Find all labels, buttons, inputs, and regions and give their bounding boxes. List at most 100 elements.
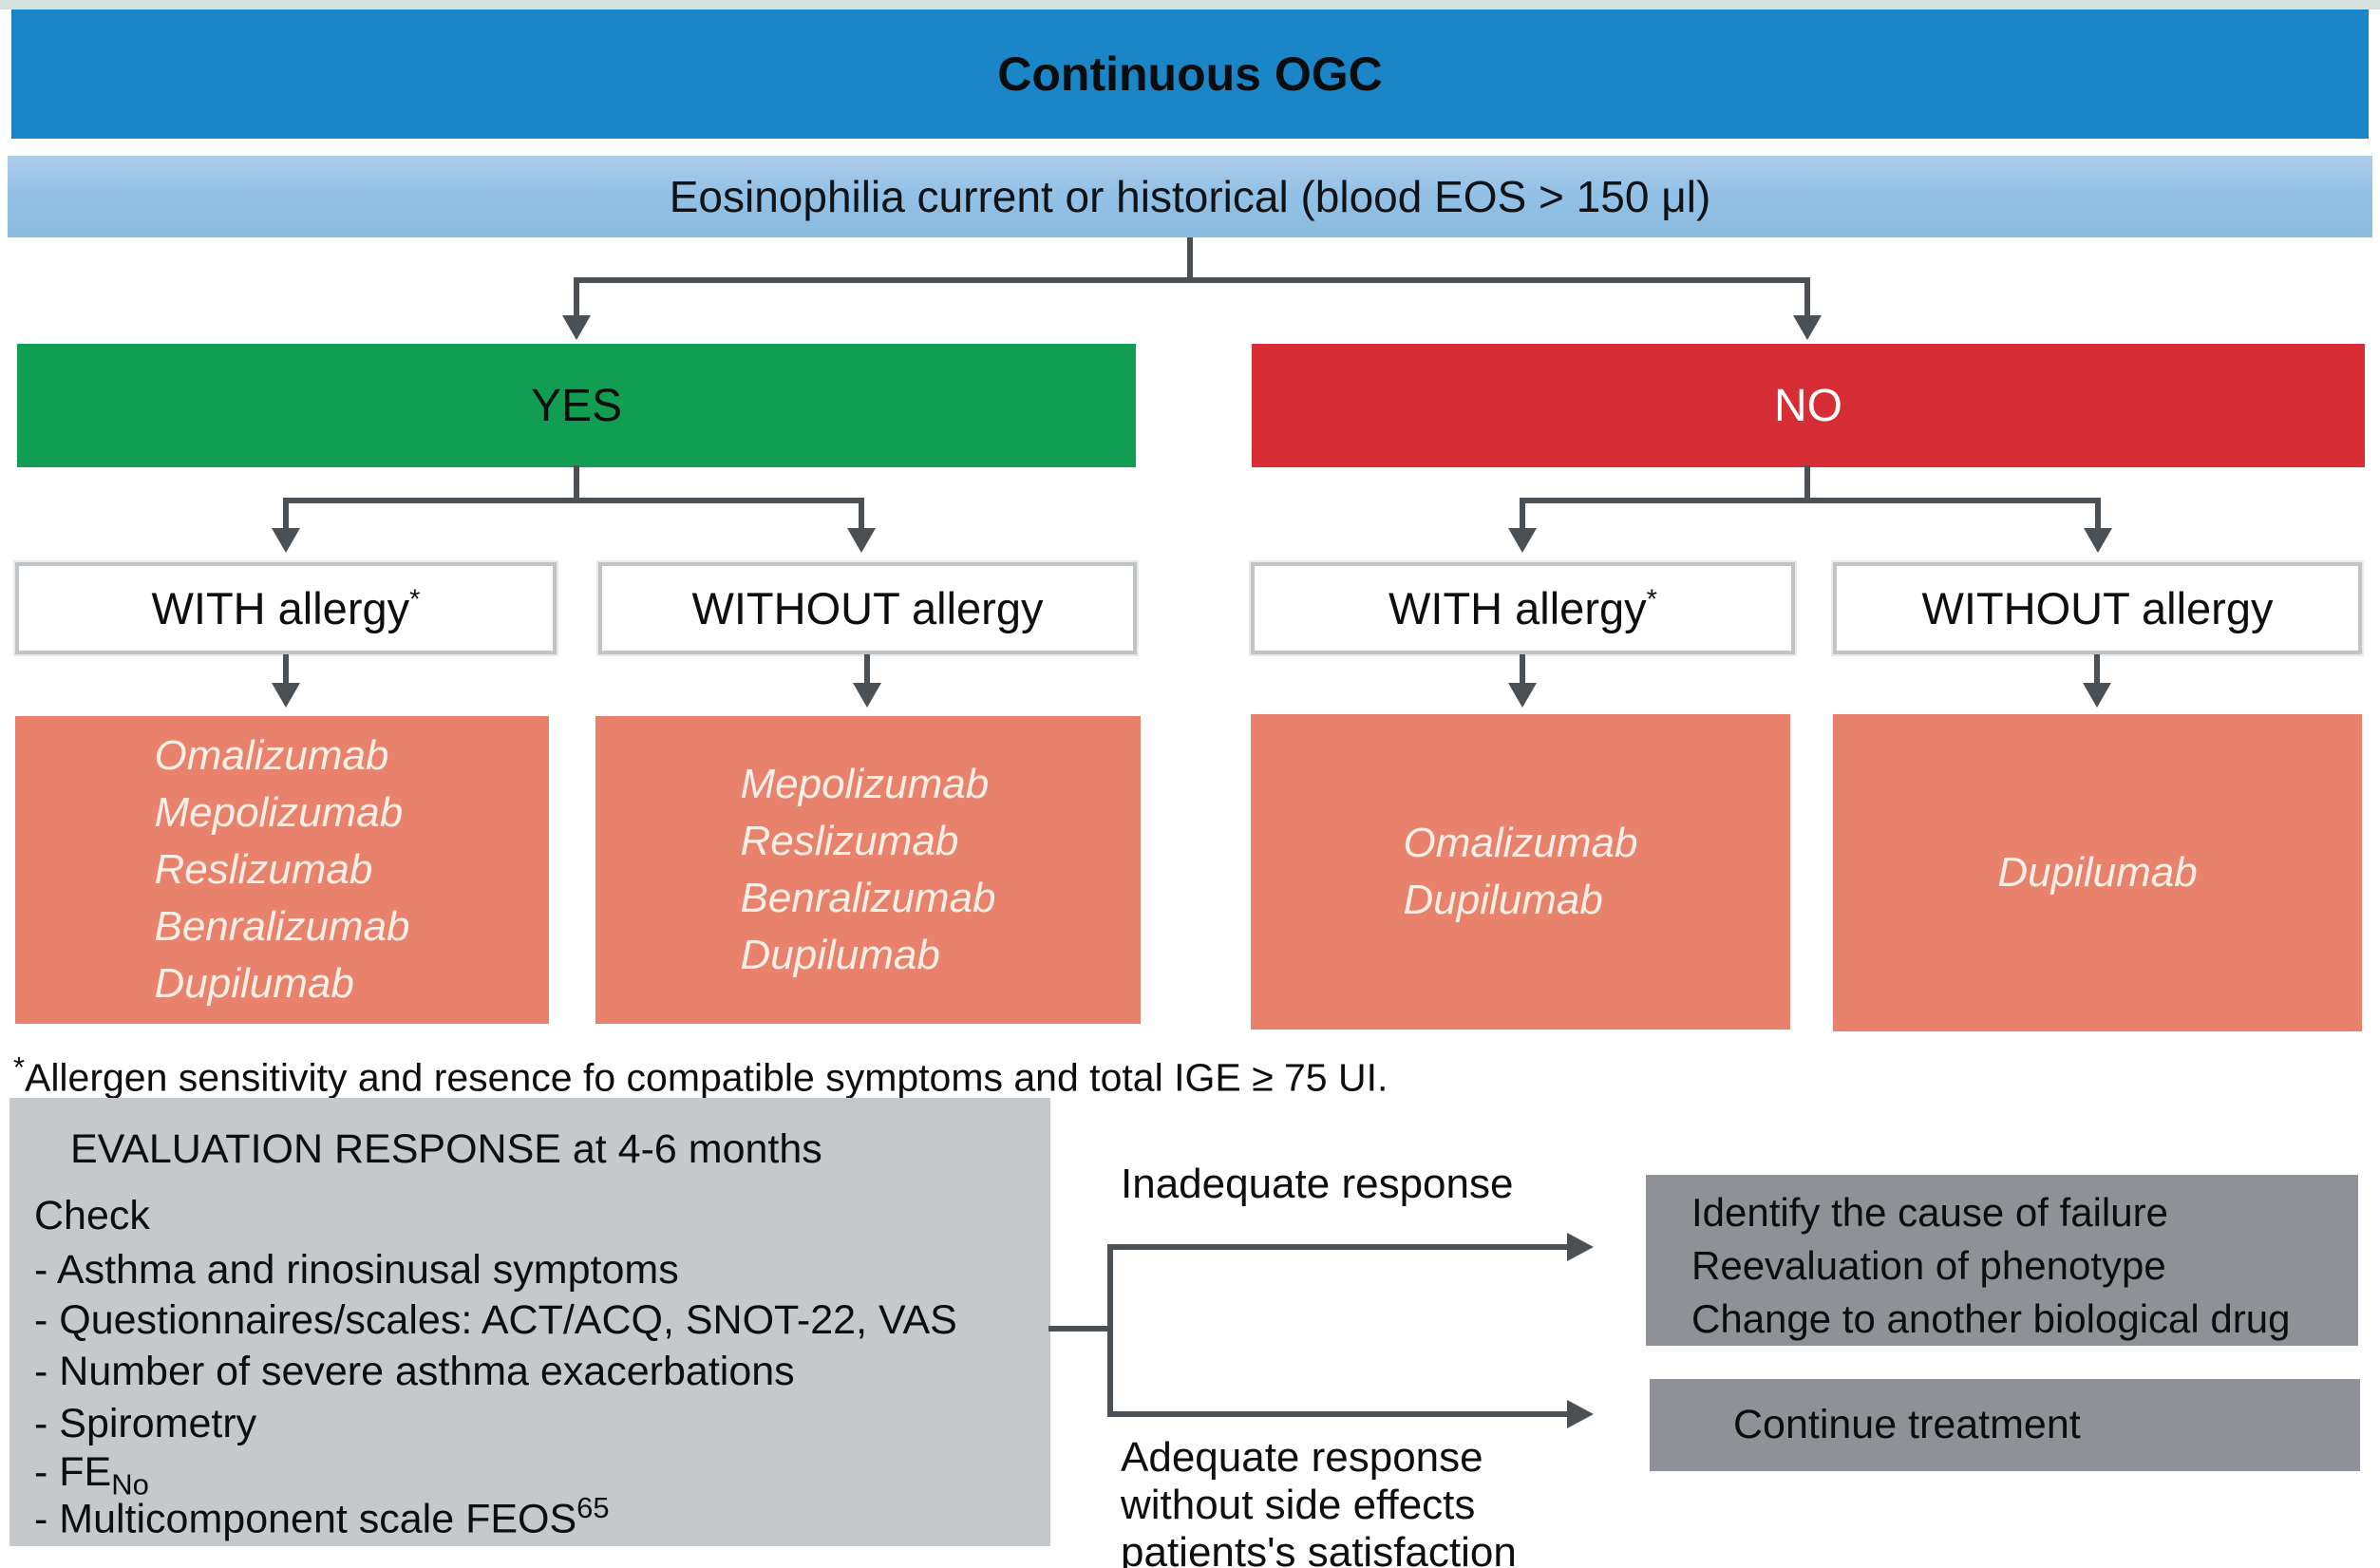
connector-line	[1520, 498, 2101, 503]
drug-name: Dupilumab	[154, 960, 354, 1007]
connector-line	[574, 277, 579, 317]
node-label: WITHOUT allergy	[1922, 582, 2274, 634]
node-yes-without-allergy: WITHOUT allergy	[598, 562, 1137, 654]
arrowhead-down-icon	[1508, 683, 1537, 708]
footnote-marker: *	[1646, 584, 1657, 615]
arrowhead-down-icon	[2083, 683, 2111, 708]
arrowhead-down-icon	[1793, 315, 1822, 340]
connector-line	[864, 654, 870, 685]
feno-subscript: No	[111, 1467, 149, 1502]
arrowhead-down-icon	[272, 528, 300, 553]
node-label: WITH allergy*	[152, 582, 421, 634]
connector-line	[1107, 1244, 1569, 1250]
failure-outcome-line: Reevaluation of phenotype	[1691, 1243, 2166, 1288]
drug-name: Benralizumab	[154, 903, 410, 950]
adequate-response-line: Adequate response	[1121, 1434, 1483, 1481]
connector-line	[1520, 498, 1525, 530]
criterion-label: Eosinophilia current or historical (bloo…	[669, 172, 1711, 221]
drug-list: Dupilumab	[1997, 844, 2197, 901]
footnote-marker: *	[409, 584, 421, 615]
node-label-text: WITH allergy	[1388, 583, 1647, 633]
drug-box-no-with-allergy: Omalizumab Dupilumab	[1251, 714, 1790, 1030]
yes-box: YES	[17, 344, 1136, 467]
failure-outcome-line: Identify the cause of failure	[1691, 1190, 2168, 1235]
feos-superscript: 65	[576, 1491, 610, 1524]
connector-line	[283, 654, 289, 685]
continue-treatment-box: Continue treatment	[1650, 1379, 2360, 1471]
drug-name: Dupilumab	[1403, 877, 1603, 923]
feno-prefix: - FE	[34, 1449, 112, 1495]
continue-treatment-label: Continue treatment	[1733, 1402, 2081, 1447]
evaluation-item: - Spirometry	[34, 1401, 257, 1446]
adequate-response-line: patients's satisfaction	[1121, 1529, 1517, 1568]
node-label: WITHOUT allergy	[692, 582, 1044, 634]
no-label: NO	[1774, 380, 1842, 431]
arrowhead-down-icon	[562, 315, 591, 340]
connector-line	[283, 498, 289, 530]
adequate-response-label: Adequate response without side effects p…	[1121, 1434, 1517, 1568]
arrowhead-right-icon	[1567, 1233, 1594, 1261]
footnote-text: Allergen sensitivity and resence fo comp…	[24, 1055, 1388, 1100]
drug-name: Omalizumab	[1403, 820, 1638, 866]
connector-line	[574, 465, 579, 503]
connector-line	[574, 277, 1810, 283]
arrowhead-down-icon	[2084, 528, 2112, 553]
drug-name: Mepolizumab	[154, 789, 404, 836]
connector-line	[859, 498, 864, 530]
drug-name: Mepolizumab	[740, 761, 990, 807]
connector-line	[1107, 1244, 1113, 1417]
connector-line	[1107, 1411, 1569, 1417]
header-title: Continuous OGC	[997, 47, 1383, 101]
drug-name: Reslizumab	[740, 818, 959, 864]
connector-line	[1804, 277, 1810, 317]
no-box: NO	[1252, 344, 2365, 467]
footnote: *Allergen sensitivity and resence fo com…	[13, 1050, 2350, 1101]
arrowhead-down-icon	[847, 528, 876, 553]
page-edge-strip	[0, 0, 2380, 9]
node-no-without-allergy: WITHOUT allergy	[1833, 562, 2362, 654]
inadequate-response-label: Inadequate response	[1121, 1161, 1514, 1207]
node-label-text: WITH allergy	[151, 583, 410, 633]
evaluation-title: EVALUATION RESPONSE at 4-6 months	[70, 1126, 822, 1172]
node-label-text: WITHOUT allergy	[691, 583, 1044, 633]
arrowhead-right-icon	[1567, 1400, 1594, 1428]
arrowhead-down-icon	[853, 683, 881, 708]
drug-list: Omalizumab Mepolizumab Reslizumab Benral…	[154, 727, 409, 1012]
connector-line	[1048, 1326, 1109, 1332]
arrowhead-down-icon	[272, 683, 300, 708]
connector-line	[1520, 654, 1525, 685]
drug-name: Dupilumab	[740, 932, 940, 978]
adequate-response-line: without side effects	[1121, 1482, 1476, 1528]
evaluation-item-feno: - FENo	[34, 1449, 149, 1502]
connector-line	[1187, 237, 1193, 281]
connector-line	[283, 498, 864, 503]
drug-list: Omalizumab Dupilumab	[1404, 815, 1638, 929]
node-label: WITH allergy*	[1388, 582, 1657, 634]
node-no-with-allergy: WITH allergy*	[1251, 562, 1795, 654]
footnote-marker: *	[13, 1050, 25, 1084]
failure-outcome-box: Identify the cause of failure Reevaluati…	[1646, 1175, 2358, 1346]
drug-box-no-without-allergy: Dupilumab	[1833, 714, 2362, 1031]
yes-label: YES	[530, 380, 623, 431]
evaluation-item-feos: - Multicomponent scale FEOS65	[34, 1491, 610, 1542]
arrowhead-down-icon	[1508, 528, 1537, 553]
drug-list: Mepolizumab Reslizumab Benralizumab Dupi…	[740, 756, 995, 984]
evaluation-check-label: Check	[34, 1193, 150, 1238]
evaluation-item: - Asthma and rinosinusal symptoms	[34, 1247, 679, 1293]
evaluation-item: - Questionnaires/scales: ACT/ACQ, SNOT-2…	[34, 1297, 957, 1343]
drug-name: Dupilumab	[1997, 849, 2198, 896]
connector-line	[2095, 498, 2101, 530]
evaluation-response-box: EVALUATION RESPONSE at 4-6 months Check …	[9, 1098, 1050, 1546]
connector-line	[1804, 465, 1810, 503]
criterion-eosinophilia: Eosinophilia current or historical (bloo…	[8, 156, 2372, 237]
node-yes-with-allergy: WITH allergy*	[15, 562, 557, 654]
drug-box-yes-with-allergy: Omalizumab Mepolizumab Reslizumab Benral…	[15, 716, 549, 1024]
evaluation-item: - Number of severe asthma exacerbations	[34, 1349, 795, 1394]
drug-box-yes-without-allergy: Mepolizumab Reslizumab Benralizumab Dupi…	[595, 716, 1141, 1024]
header-continuous-ogc: Continuous OGC	[11, 9, 2369, 139]
connector-line	[2094, 654, 2100, 685]
drug-name: Benralizumab	[740, 875, 996, 921]
drug-name: Omalizumab	[154, 732, 389, 779]
drug-name: Reslizumab	[154, 846, 373, 893]
